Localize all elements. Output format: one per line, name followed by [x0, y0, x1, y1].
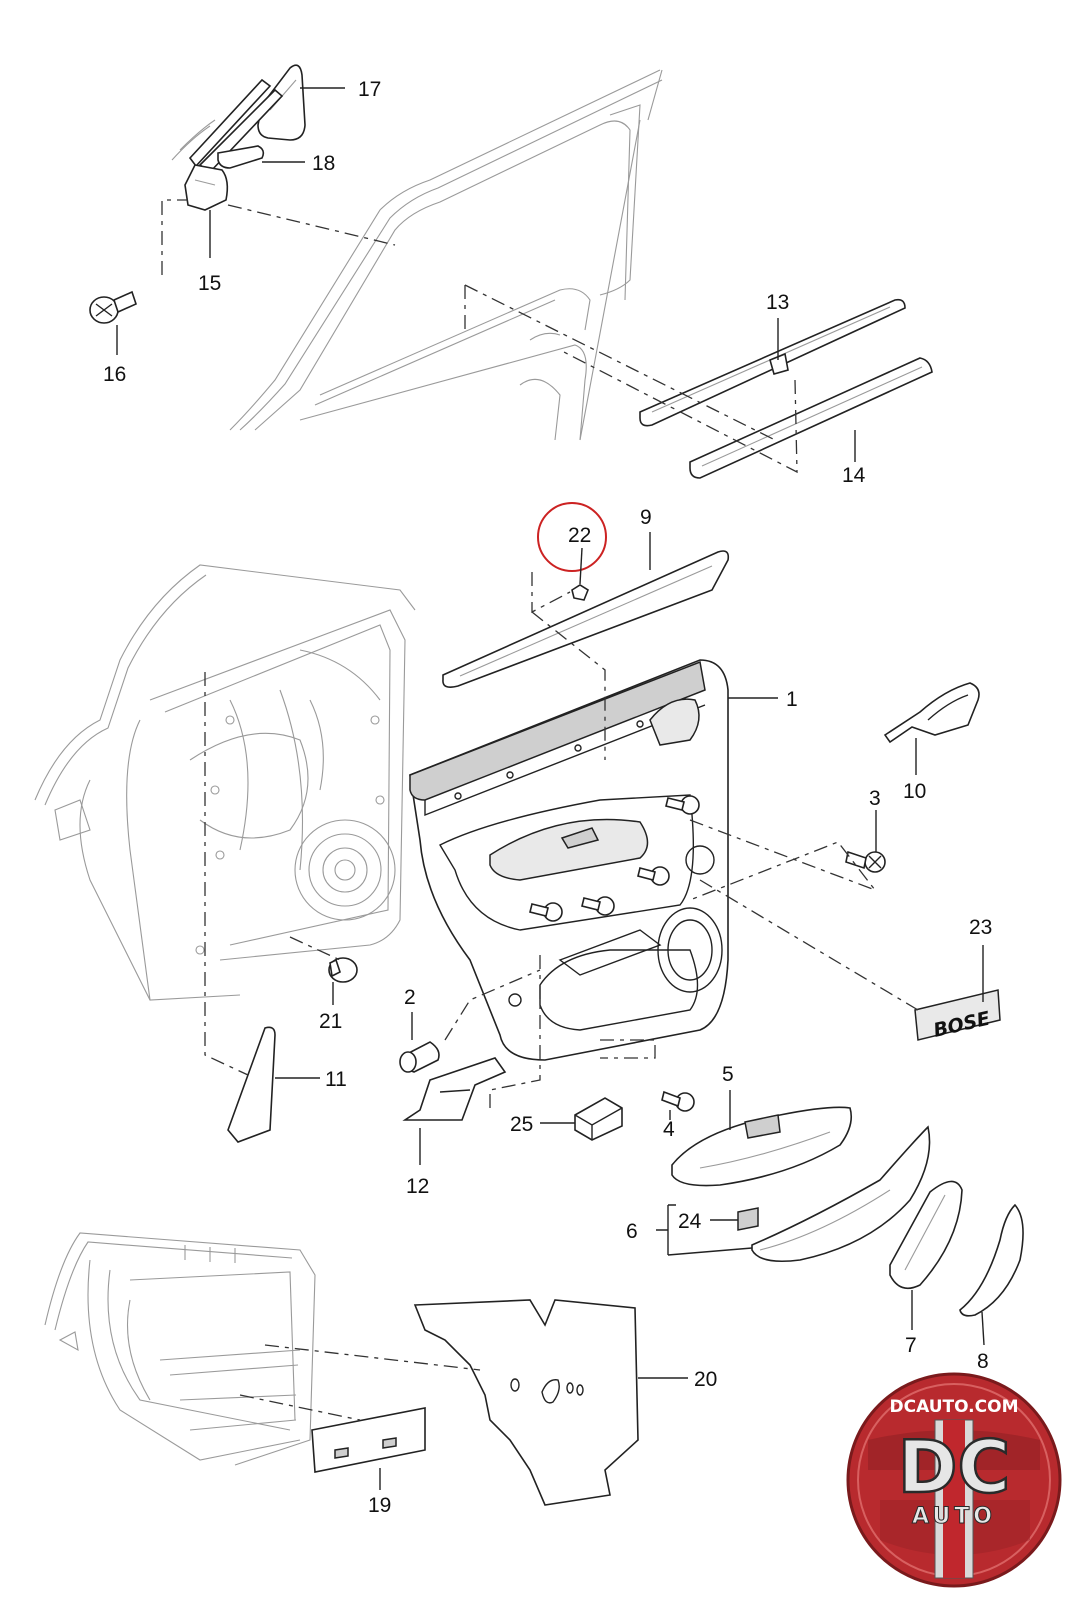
- callout-4: 4: [663, 1118, 675, 1141]
- screw-3a: [665, 795, 700, 815]
- callout-leader-lines: [116, 87, 985, 1490]
- door-shell-illustration: [34, 564, 416, 1001]
- part-14-window-seal: [689, 357, 933, 479]
- part-21-plug: [328, 957, 358, 983]
- part-6-armrest-trim: [751, 1125, 931, 1263]
- screw-3c: [581, 896, 615, 916]
- part-1-door-trim-panel: [409, 659, 729, 1061]
- screw-4: [661, 1090, 695, 1112]
- part-18-bracket: [217, 145, 265, 169]
- callout-7: 7: [905, 1334, 917, 1357]
- part-19-panel: [311, 1407, 426, 1473]
- middle-dashed-leaders: [204, 572, 919, 1108]
- callout-11: 11: [325, 1068, 347, 1091]
- part-25-switch: [574, 1097, 623, 1141]
- dcauto-logo: DCAUTO.COM DC AUTO: [846, 1372, 1062, 1588]
- callout-17: 17: [358, 78, 381, 101]
- callout-10: 10: [903, 780, 926, 803]
- part-24-insert: [737, 1207, 759, 1231]
- part-5-switch-panel: [671, 1106, 853, 1187]
- window-frame-illustration: [229, 69, 663, 441]
- bottom-dashed-leaders: [239, 1344, 481, 1421]
- trim-screws: [529, 795, 886, 1112]
- logo-url-text: DCAUTO.COM: [889, 1397, 1018, 1417]
- callout-14: 14: [842, 464, 866, 487]
- top-dashed-leaders: [161, 199, 798, 474]
- logo-big-text: DC: [898, 1425, 1011, 1509]
- screw-3b: [637, 866, 670, 886]
- callout-22: 22: [568, 524, 591, 547]
- part-15-mounting-plate: [184, 164, 229, 211]
- callout-24: 24: [678, 1210, 702, 1233]
- screw-3d: [529, 902, 563, 922]
- callout-12: 12: [406, 1175, 429, 1198]
- part-11-corner-trim: [227, 1026, 276, 1143]
- part-10-door-handle-bezel: [883, 682, 980, 744]
- callout-19: 19: [368, 1494, 391, 1517]
- callout-8: 8: [977, 1350, 989, 1373]
- part-8-grip: [959, 1203, 1024, 1317]
- callout-5: 5: [722, 1063, 734, 1086]
- callout-13: 13: [766, 291, 789, 314]
- callout-22-highlight-circle: [537, 502, 607, 572]
- callout-6: 6: [626, 1220, 638, 1243]
- callout-3: 3: [869, 787, 881, 810]
- screw-3-loose: [845, 850, 886, 873]
- callout-1: 1: [786, 688, 798, 711]
- logo-sub-text: AUTO: [912, 1504, 996, 1529]
- callout-25: 25: [510, 1113, 533, 1136]
- callout-20: 20: [694, 1368, 717, 1391]
- door-inner-frame-illustration: [44, 1232, 316, 1466]
- part-7-grip: [889, 1180, 963, 1290]
- callout-18: 18: [312, 152, 335, 175]
- part-12-bracket: [402, 1057, 507, 1121]
- part-22-clip: [571, 584, 589, 601]
- callout-16: 16: [103, 363, 126, 386]
- callout-21: 21: [319, 1010, 342, 1033]
- callout-9: 9: [640, 506, 652, 529]
- callout-numbers: 17 18 15 16 13 14 9 22 1 10 3 23 21 2 11…: [103, 78, 992, 1517]
- part-9-upper-trim-strip: [442, 550, 730, 688]
- part-20-vapor-barrier: [413, 1299, 639, 1506]
- part-16-screw: [89, 290, 137, 324]
- part-2-retaining-clip: [399, 1041, 440, 1073]
- callout-15: 15: [198, 272, 221, 295]
- callout-23: 23: [969, 916, 992, 939]
- callout-2: 2: [404, 986, 416, 1009]
- part-17-mirror-cover: [171, 64, 306, 174]
- part-23-speaker-badge: BOSE: [914, 989, 1001, 1042]
- part-13-window-seal: [639, 298, 906, 427]
